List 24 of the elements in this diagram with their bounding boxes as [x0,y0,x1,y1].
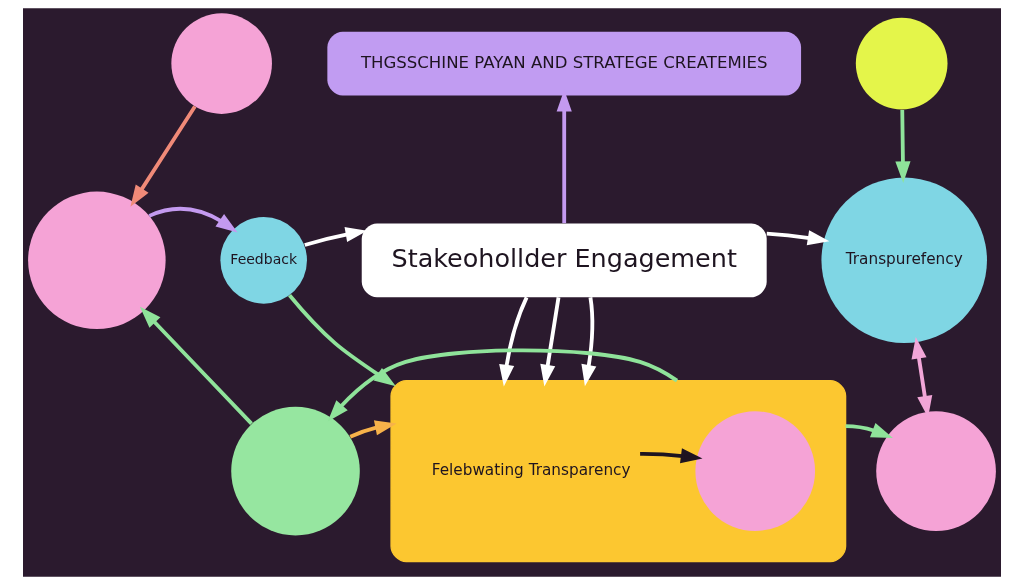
arrow [288,294,396,387]
node-circle [695,411,816,531]
arrow [499,296,529,387]
arrow [766,230,830,246]
arrow [130,105,197,207]
arrow [845,423,893,438]
arrow [581,297,597,387]
arrow [895,109,911,184]
node-circle [855,17,948,110]
node-text: Felebwating Transparency [431,461,631,480]
arrow [139,306,253,425]
node-circle [876,411,996,531]
arrow [304,227,368,247]
arrow [640,448,703,464]
node-circle: Feedback [220,217,307,304]
node-circle: Transpurefency [821,177,987,344]
arrow [540,297,561,387]
arrow [327,348,679,422]
arrow [148,206,238,233]
node-circle [231,406,360,536]
node-box: Stakeohollder Engagement [361,223,767,298]
node-box: THGSSCHINE PAYAN AND STRATEGE CREATEMIES [327,31,802,96]
node-circle [171,13,272,114]
arrow [349,420,397,439]
